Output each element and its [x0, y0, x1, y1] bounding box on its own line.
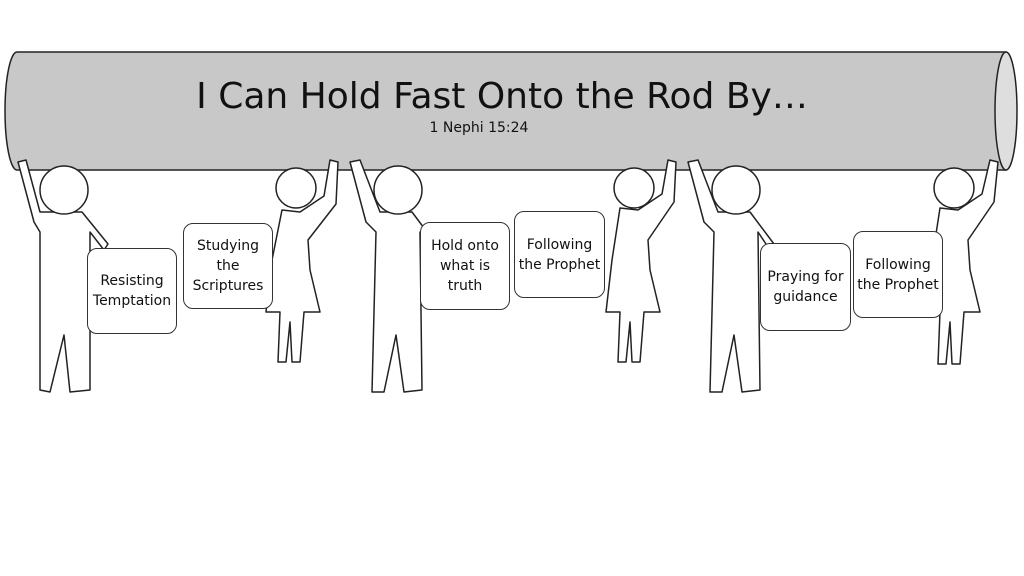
stick-figure-boy-1 [17, 159, 109, 393]
stick-figure-boy-3 [687, 159, 775, 393]
rod-body [4, 51, 1007, 171]
figure-head [933, 167, 975, 209]
stick-figure-girl-2 [605, 159, 677, 363]
card-following-the-prophet-1: Following the Prophet [514, 211, 605, 298]
figure-head [711, 165, 761, 215]
card-following-the-prophet-2: Following the Prophet [853, 231, 943, 318]
stick-figure-girl-3 [925, 159, 999, 365]
scripture-reference: 1 Nephi 15:24 [429, 120, 529, 136]
figure-body [605, 159, 677, 363]
rod-end-cap [994, 51, 1018, 171]
iron-rod [4, 51, 1018, 171]
card-hold-onto-what-is-truth: Hold onto what is truth [420, 222, 510, 310]
card-studying-the-scriptures: Studying the Scriptures [183, 223, 273, 309]
card-text: Following the Prophet [857, 256, 939, 293]
figure-head [39, 165, 89, 215]
card-text: Following the Prophet [518, 236, 601, 273]
figure-head [613, 167, 655, 209]
figure-head [373, 165, 423, 215]
figure-head [275, 167, 317, 209]
card-text: Studying the Scriptures [192, 238, 264, 294]
card-text: Praying for guidance [767, 269, 844, 305]
figure-body [265, 159, 339, 363]
stick-figure-boy-2 [349, 159, 437, 393]
card-resisting-temptation: Resisting Temptation [87, 248, 177, 334]
figure-body [17, 159, 109, 393]
diagram-title: I Can Hold Fast Onto the Rod By… [196, 76, 808, 117]
stick-figure-girl-1 [265, 159, 339, 363]
card-text: Resisting Temptation [92, 273, 172, 309]
card-text: Hold onto what is truth [431, 238, 499, 294]
card-praying-for-guidance: Praying for guidance [760, 243, 851, 331]
